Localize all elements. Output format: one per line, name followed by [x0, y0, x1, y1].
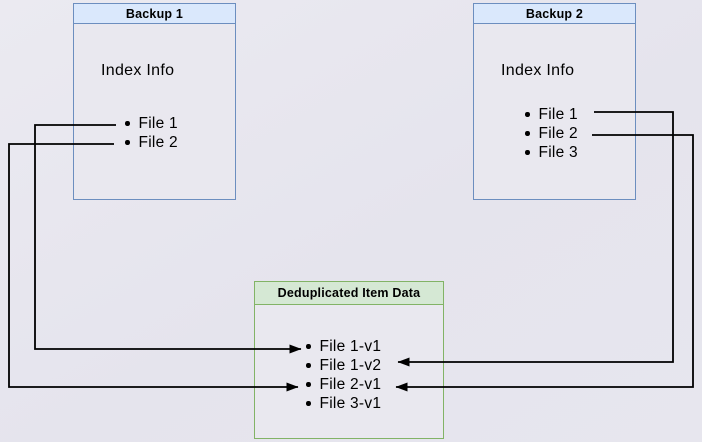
dedup-header: Deduplicated Item Data	[255, 282, 443, 305]
bullet-icon	[525, 112, 530, 117]
list-item-label: File 1-v1	[319, 337, 382, 355]
bullet-icon	[125, 140, 130, 145]
backup2-header: Backup 2	[474, 4, 635, 24]
bullet-icon	[525, 131, 530, 136]
dedup-title: Deduplicated Item Data	[277, 286, 421, 300]
list-item-label: File 3-v1	[319, 394, 382, 412]
bullet-icon	[525, 150, 530, 155]
bullet-icon	[306, 401, 311, 406]
list-item: File 3	[525, 143, 578, 162]
list-item-label: File 1	[538, 105, 578, 123]
bullet-icon	[125, 121, 130, 126]
backup1-index-info-label: Index Info	[101, 62, 175, 79]
list-item-label: File 1-v2	[319, 356, 382, 374]
list-item-label: File 2	[138, 133, 178, 151]
bullet-icon	[306, 363, 311, 368]
list-item: File 1-v2	[306, 356, 381, 375]
bullet-icon	[306, 382, 311, 387]
backup2-title: Backup 2	[525, 6, 584, 21]
backup1-title: Backup 1	[125, 6, 184, 21]
list-item-label: File 3	[538, 143, 578, 161]
list-item-label: File 1	[138, 114, 178, 132]
list-item: File 2	[125, 133, 178, 152]
bullet-icon	[306, 344, 311, 349]
list-item: File 1-v1	[306, 337, 381, 356]
backup2-index-info-label: Index Info	[501, 62, 575, 79]
list-item: File 3-v1	[306, 394, 381, 413]
list-item-label: File 2-v1	[319, 375, 382, 393]
list-item: File 1	[525, 105, 578, 124]
list-item: File 1	[125, 114, 178, 133]
list-item: File 2	[525, 124, 578, 143]
list-item: File 2-v1	[306, 375, 381, 394]
backup1-header: Backup 1	[74, 4, 235, 24]
list-item-label: File 2	[538, 124, 578, 142]
